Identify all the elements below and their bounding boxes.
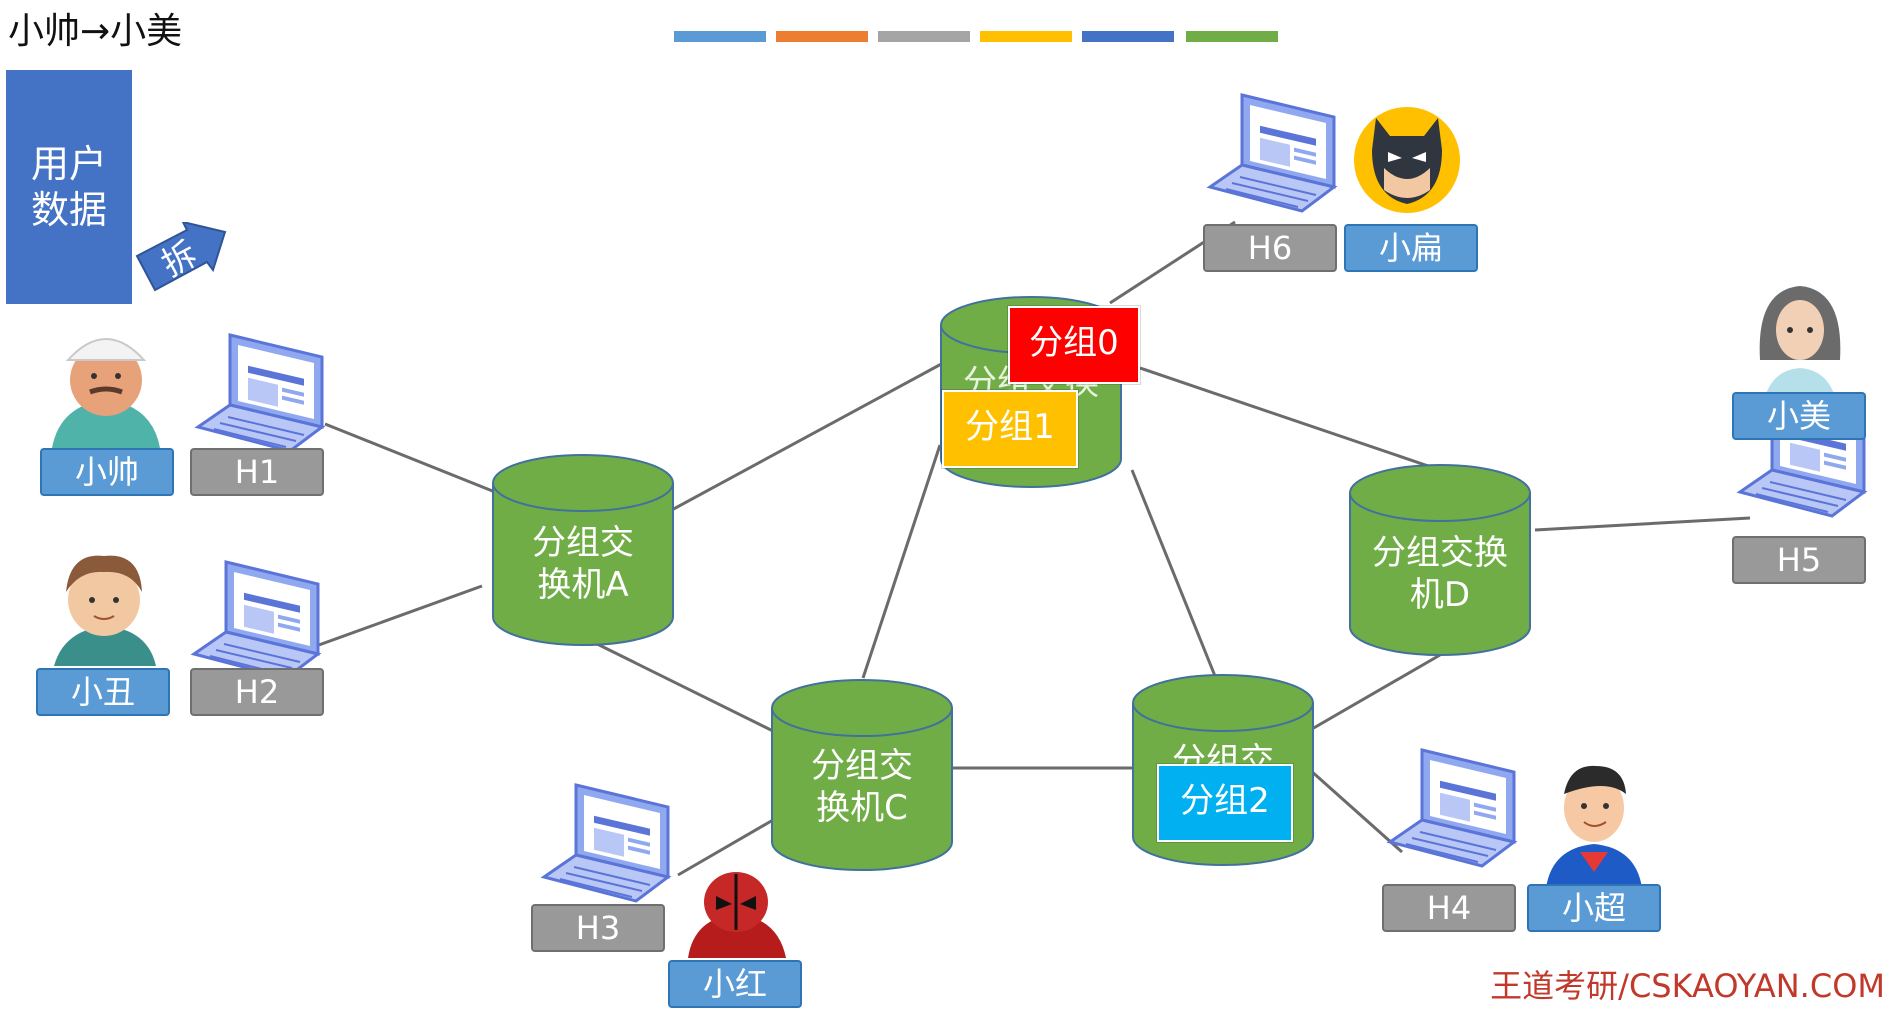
link-switch-e-switch-d bbox=[1304, 653, 1441, 735]
avatar-xiaohong-icon bbox=[688, 872, 786, 958]
avatar-xiaobian-icon bbox=[1354, 107, 1460, 213]
legend-bar-2 bbox=[776, 31, 868, 42]
link-h1-switch-a bbox=[324, 422, 496, 494]
legend-bar-3 bbox=[878, 31, 970, 42]
network-links bbox=[304, 220, 1751, 877]
legend-bar-4 bbox=[980, 31, 1072, 42]
laptop-h6-icon bbox=[1208, 93, 1336, 213]
laptop-h4-icon bbox=[1388, 748, 1516, 868]
brand-footer: 王道考研/CSKAOYAN.COM bbox=[1490, 967, 1885, 1005]
user-label-xiaochao: 小超 bbox=[1527, 884, 1661, 932]
user-label-xiaomei: 小美 bbox=[1732, 392, 1866, 440]
avatar-xiaomei-icon bbox=[1759, 286, 1841, 400]
avatar-xiaoshuai-icon bbox=[52, 338, 160, 448]
laptop-h1-icon bbox=[196, 333, 324, 453]
packet-2: 分组2 bbox=[1157, 764, 1293, 842]
legend-bar-5 bbox=[1082, 31, 1174, 42]
user-label-xiaohong: 小红 bbox=[668, 960, 802, 1008]
host-label-h5: H5 bbox=[1732, 536, 1866, 584]
user-data-line-2: 数据 bbox=[30, 188, 107, 232]
link-switch-e-h4 bbox=[1309, 768, 1403, 854]
host-label-h6: H6 bbox=[1203, 224, 1337, 272]
legend-bar-6 bbox=[1186, 31, 1278, 42]
switch-a-label-line-1: 分组交 bbox=[532, 523, 634, 563]
switch-c-label: 分组交 换机C bbox=[772, 745, 952, 829]
page-title: 小帅→小美 bbox=[8, 11, 183, 52]
link-switch-b-switch-e bbox=[1130, 469, 1217, 677]
host-label-h3: H3 bbox=[531, 904, 665, 952]
avatar-xiaochao-icon bbox=[1546, 765, 1642, 888]
link-h2-switch-a bbox=[304, 584, 483, 652]
link-switch-b-switch-d bbox=[1139, 366, 1441, 472]
legend-bar-1 bbox=[674, 31, 766, 42]
laptop-h2-icon bbox=[192, 560, 320, 680]
switch-a-label: 分组交 换机A bbox=[493, 522, 673, 606]
link-switch-b-switch-c bbox=[861, 444, 942, 679]
split-arrow: 拆 bbox=[133, 220, 229, 292]
switch-d-label-line-2: 机D bbox=[1409, 575, 1471, 615]
host-label-h2: H2 bbox=[190, 668, 324, 716]
link-switch-a-switch-c bbox=[584, 636, 776, 734]
avatar-xiaochou-icon bbox=[54, 555, 156, 666]
link-switch-c-h3 bbox=[677, 818, 774, 877]
laptop-h3-icon bbox=[542, 783, 670, 903]
switch-d-label: 分组交换 机D bbox=[1350, 532, 1530, 616]
host-label-h1: H1 bbox=[190, 448, 324, 496]
user-data-line-1: 用户 bbox=[30, 142, 107, 186]
user-label-xiaochou: 小丑 bbox=[36, 668, 170, 716]
user-label-xiaoshuai: 小帅 bbox=[40, 448, 174, 496]
link-switch-d-h5 bbox=[1534, 516, 1751, 532]
color-legend bbox=[674, 31, 1278, 42]
link-switch-a-switch-b bbox=[667, 360, 946, 514]
switch-d-label-line-1: 分组交换 bbox=[1372, 533, 1508, 573]
switch-c-label-line-2: 换机C bbox=[816, 788, 908, 828]
host-label-h4: H4 bbox=[1382, 884, 1516, 932]
switch-c-label-line-1: 分组交 bbox=[811, 746, 913, 786]
switch-a-label-line-2: 换机A bbox=[537, 565, 629, 605]
user-data-block: 用户 数据 bbox=[6, 70, 132, 304]
split-arrow-icon bbox=[135, 220, 227, 292]
packet-1: 分组1 bbox=[942, 390, 1078, 468]
packet-0: 分组0 bbox=[1008, 306, 1140, 384]
user-label-xiaobian: 小扁 bbox=[1344, 224, 1478, 272]
